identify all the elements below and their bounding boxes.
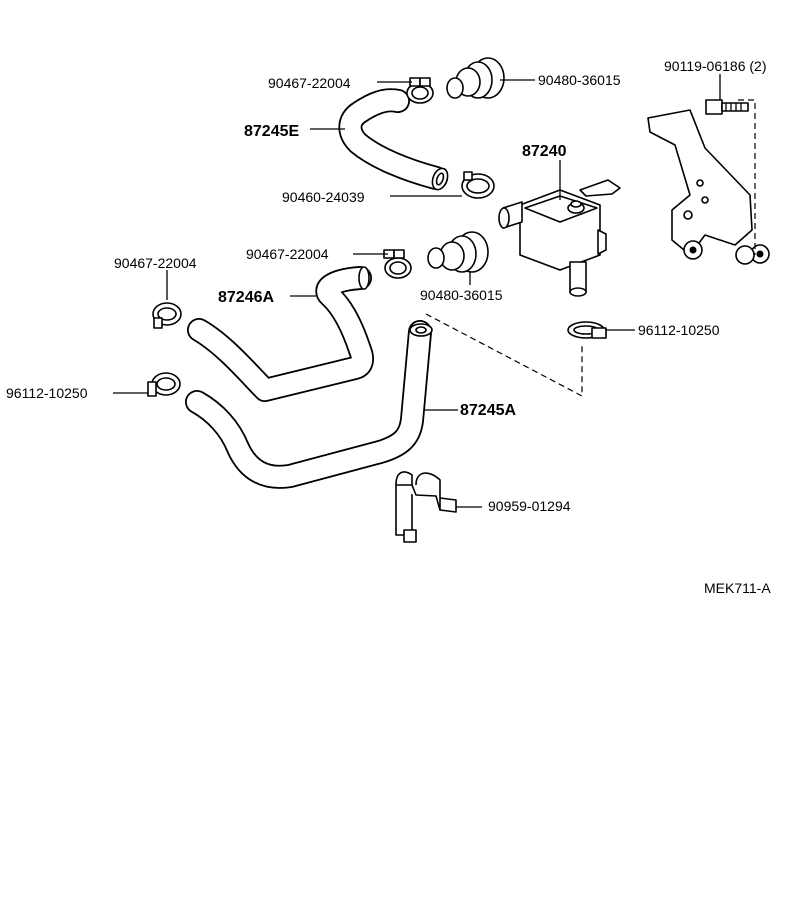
clamp-right <box>567 321 607 339</box>
label-hose-87245A: 87245A <box>460 402 516 419</box>
label-clamp-left: 90467-22004 <box>114 255 197 271</box>
label-bolt: 90119-06186 (2) <box>664 58 766 74</box>
label-clip: 90959-01294 <box>488 498 571 514</box>
label-clamp-top: 90467-22004 <box>268 75 351 91</box>
diagram-id: MEK711-A <box>704 580 771 596</box>
hose-87246A <box>187 266 375 402</box>
grommet-2 <box>427 231 489 273</box>
label-clamp-right: 96112-10250 <box>638 322 720 338</box>
reference-dashed-lines <box>425 99 756 397</box>
clamp-top <box>406 77 434 104</box>
clamp-left <box>152 302 182 329</box>
label-hose-87245E: 87245E <box>244 123 299 140</box>
label-valve-87240: 87240 <box>522 143 567 160</box>
hose-clip <box>395 471 457 543</box>
label-clamp-lower-left: 96112-10250 <box>6 385 88 401</box>
water-valve-87240 <box>498 179 621 297</box>
label-clamp-mid: 90460-24039 <box>282 189 365 205</box>
valve-bracket <box>647 109 770 265</box>
clamp-lower-left <box>147 372 181 397</box>
leader-lines <box>113 74 721 508</box>
label-grommet-2: 90480-36015 <box>420 287 503 303</box>
clamp-2 <box>383 249 412 279</box>
bolt <box>705 99 749 115</box>
label-hose-87246A: 87246A <box>218 289 274 306</box>
label-clamp-2: 90467-22004 <box>246 246 329 262</box>
label-grommet-top: 90480-36015 <box>538 72 621 88</box>
grommet-top <box>446 57 505 99</box>
hose-87245E <box>338 88 449 191</box>
hose-87245A <box>185 320 433 489</box>
clamp-mid <box>461 171 495 199</box>
